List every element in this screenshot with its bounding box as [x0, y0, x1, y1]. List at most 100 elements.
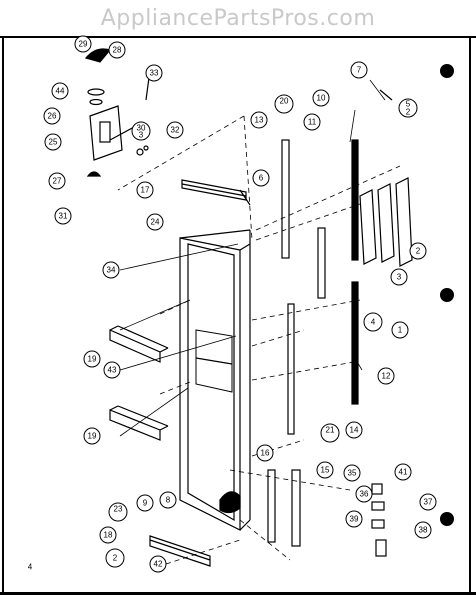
callout-11: 11 — [303, 113, 321, 131]
callout-25: 25 — [44, 133, 62, 151]
callout-19-lower: 19 — [83, 427, 101, 445]
svg-text:19: 19 — [88, 432, 97, 441]
callout-5: 52 — [398, 98, 418, 118]
strip-14 — [287, 303, 295, 435]
callout-34: 34 — [102, 261, 120, 279]
svg-text:25: 25 — [49, 138, 58, 147]
cabinet-frame — [179, 229, 251, 531]
binder-hole-middle — [440, 288, 454, 302]
bottom-hinge-bracket — [149, 535, 211, 567]
hinge-parts — [371, 483, 387, 557]
callout-2: 2 — [409, 242, 427, 260]
callout-21: 21 — [320, 423, 340, 443]
callout-16: 16 — [256, 444, 274, 462]
page-right-border — [469, 36, 471, 594]
callout-19-upper: 19 — [83, 350, 101, 368]
svg-text:23: 23 — [114, 505, 123, 514]
callout-7: 7 — [350, 61, 368, 79]
strip-15 — [291, 469, 301, 547]
top-rail — [181, 179, 247, 201]
svg-text:44: 44 — [56, 87, 65, 96]
svg-text:38: 38 — [419, 526, 428, 535]
door-brackets — [359, 177, 413, 267]
svg-text:41: 41 — [399, 468, 408, 477]
callout-30: 303 — [131, 121, 151, 141]
callout-13: 13 — [250, 111, 268, 129]
svg-text:10: 10 — [317, 94, 326, 103]
svg-text:27: 27 — [53, 177, 62, 186]
strip-16 — [267, 469, 276, 543]
callout-35: 35 — [343, 464, 361, 482]
binder-hole-bottom — [440, 512, 454, 526]
shelf-rail-upper — [109, 325, 169, 363]
callout-12: 12 — [377, 367, 395, 385]
svg-text:6: 6 — [259, 174, 264, 183]
callout-29: 29 — [74, 35, 92, 53]
svg-text:32: 32 — [171, 126, 180, 135]
callout-3: 3 — [390, 268, 408, 286]
callout-38: 38 — [414, 521, 432, 539]
svg-text:19: 19 — [88, 355, 97, 364]
svg-text:12: 12 — [382, 372, 391, 381]
svg-text:24: 24 — [151, 218, 160, 227]
page-marker: 4 — [28, 563, 33, 572]
callout-6: 6 — [252, 169, 270, 187]
callout-37: 37 — [419, 493, 437, 511]
callout-10: 10 — [312, 89, 330, 107]
callout-8: 8 — [159, 491, 177, 509]
control-assembly — [84, 48, 137, 177]
svg-text:3: 3 — [397, 273, 402, 282]
svg-text:2: 2 — [113, 554, 118, 563]
svg-text:13: 13 — [255, 116, 264, 125]
callout-23: 23 — [108, 502, 128, 522]
callout-20: 20 — [274, 94, 294, 114]
callout-32: 32 — [166, 121, 184, 139]
svg-text:34: 34 — [107, 266, 116, 275]
svg-text:29: 29 — [79, 40, 88, 49]
svg-text:4: 4 — [371, 318, 376, 327]
svg-text:3: 3 — [139, 131, 144, 140]
callout-24: 24 — [146, 213, 164, 231]
callout-14: 14 — [345, 421, 363, 439]
shelf-rail-lower — [109, 405, 169, 441]
callout-26: 26 — [43, 107, 61, 125]
svg-text:2: 2 — [416, 247, 421, 256]
callout-leaders — [119, 79, 386, 437]
svg-text:26: 26 — [48, 112, 57, 121]
callout-39: 39 — [345, 510, 363, 528]
svg-text:35: 35 — [348, 469, 357, 478]
svg-text:39: 39 — [350, 515, 359, 524]
callout-15: 15 — [316, 461, 334, 479]
svg-text:15: 15 — [321, 466, 330, 475]
svg-text:37: 37 — [424, 498, 433, 507]
strip-11 — [317, 227, 326, 299]
callout-22: 2 — [105, 548, 125, 568]
svg-text:21: 21 — [326, 426, 335, 435]
callout-31: 31 — [54, 207, 72, 225]
callout-36: 36 — [355, 485, 373, 503]
page-top-border — [0, 36, 476, 38]
svg-text:16: 16 — [261, 449, 270, 458]
callout-27: 27 — [48, 172, 66, 190]
svg-text:33: 33 — [150, 69, 159, 78]
callout-4: 4 — [363, 312, 383, 332]
page-left-border — [2, 36, 4, 594]
svg-text:14: 14 — [350, 426, 359, 435]
watermark-text: AppliancePartsPros.com — [100, 6, 376, 31]
callout-41: 41 — [394, 463, 412, 481]
svg-text:36: 36 — [360, 490, 369, 499]
svg-text:7: 7 — [357, 66, 362, 75]
binder-hole-top — [440, 64, 454, 78]
callout-18: 18 — [99, 526, 117, 544]
svg-text:43: 43 — [108, 366, 117, 375]
strip-12 — [351, 281, 359, 405]
strip-10 — [351, 139, 359, 261]
svg-text:28: 28 — [113, 46, 122, 55]
callout-33: 33 — [145, 64, 163, 82]
svg-text:18: 18 — [104, 531, 113, 540]
svg-text:31: 31 — [59, 212, 68, 221]
page-bottom-border — [0, 592, 476, 595]
svg-text:2: 2 — [406, 108, 411, 117]
svg-text:17: 17 — [141, 186, 150, 195]
svg-text:1: 1 — [398, 326, 403, 335]
